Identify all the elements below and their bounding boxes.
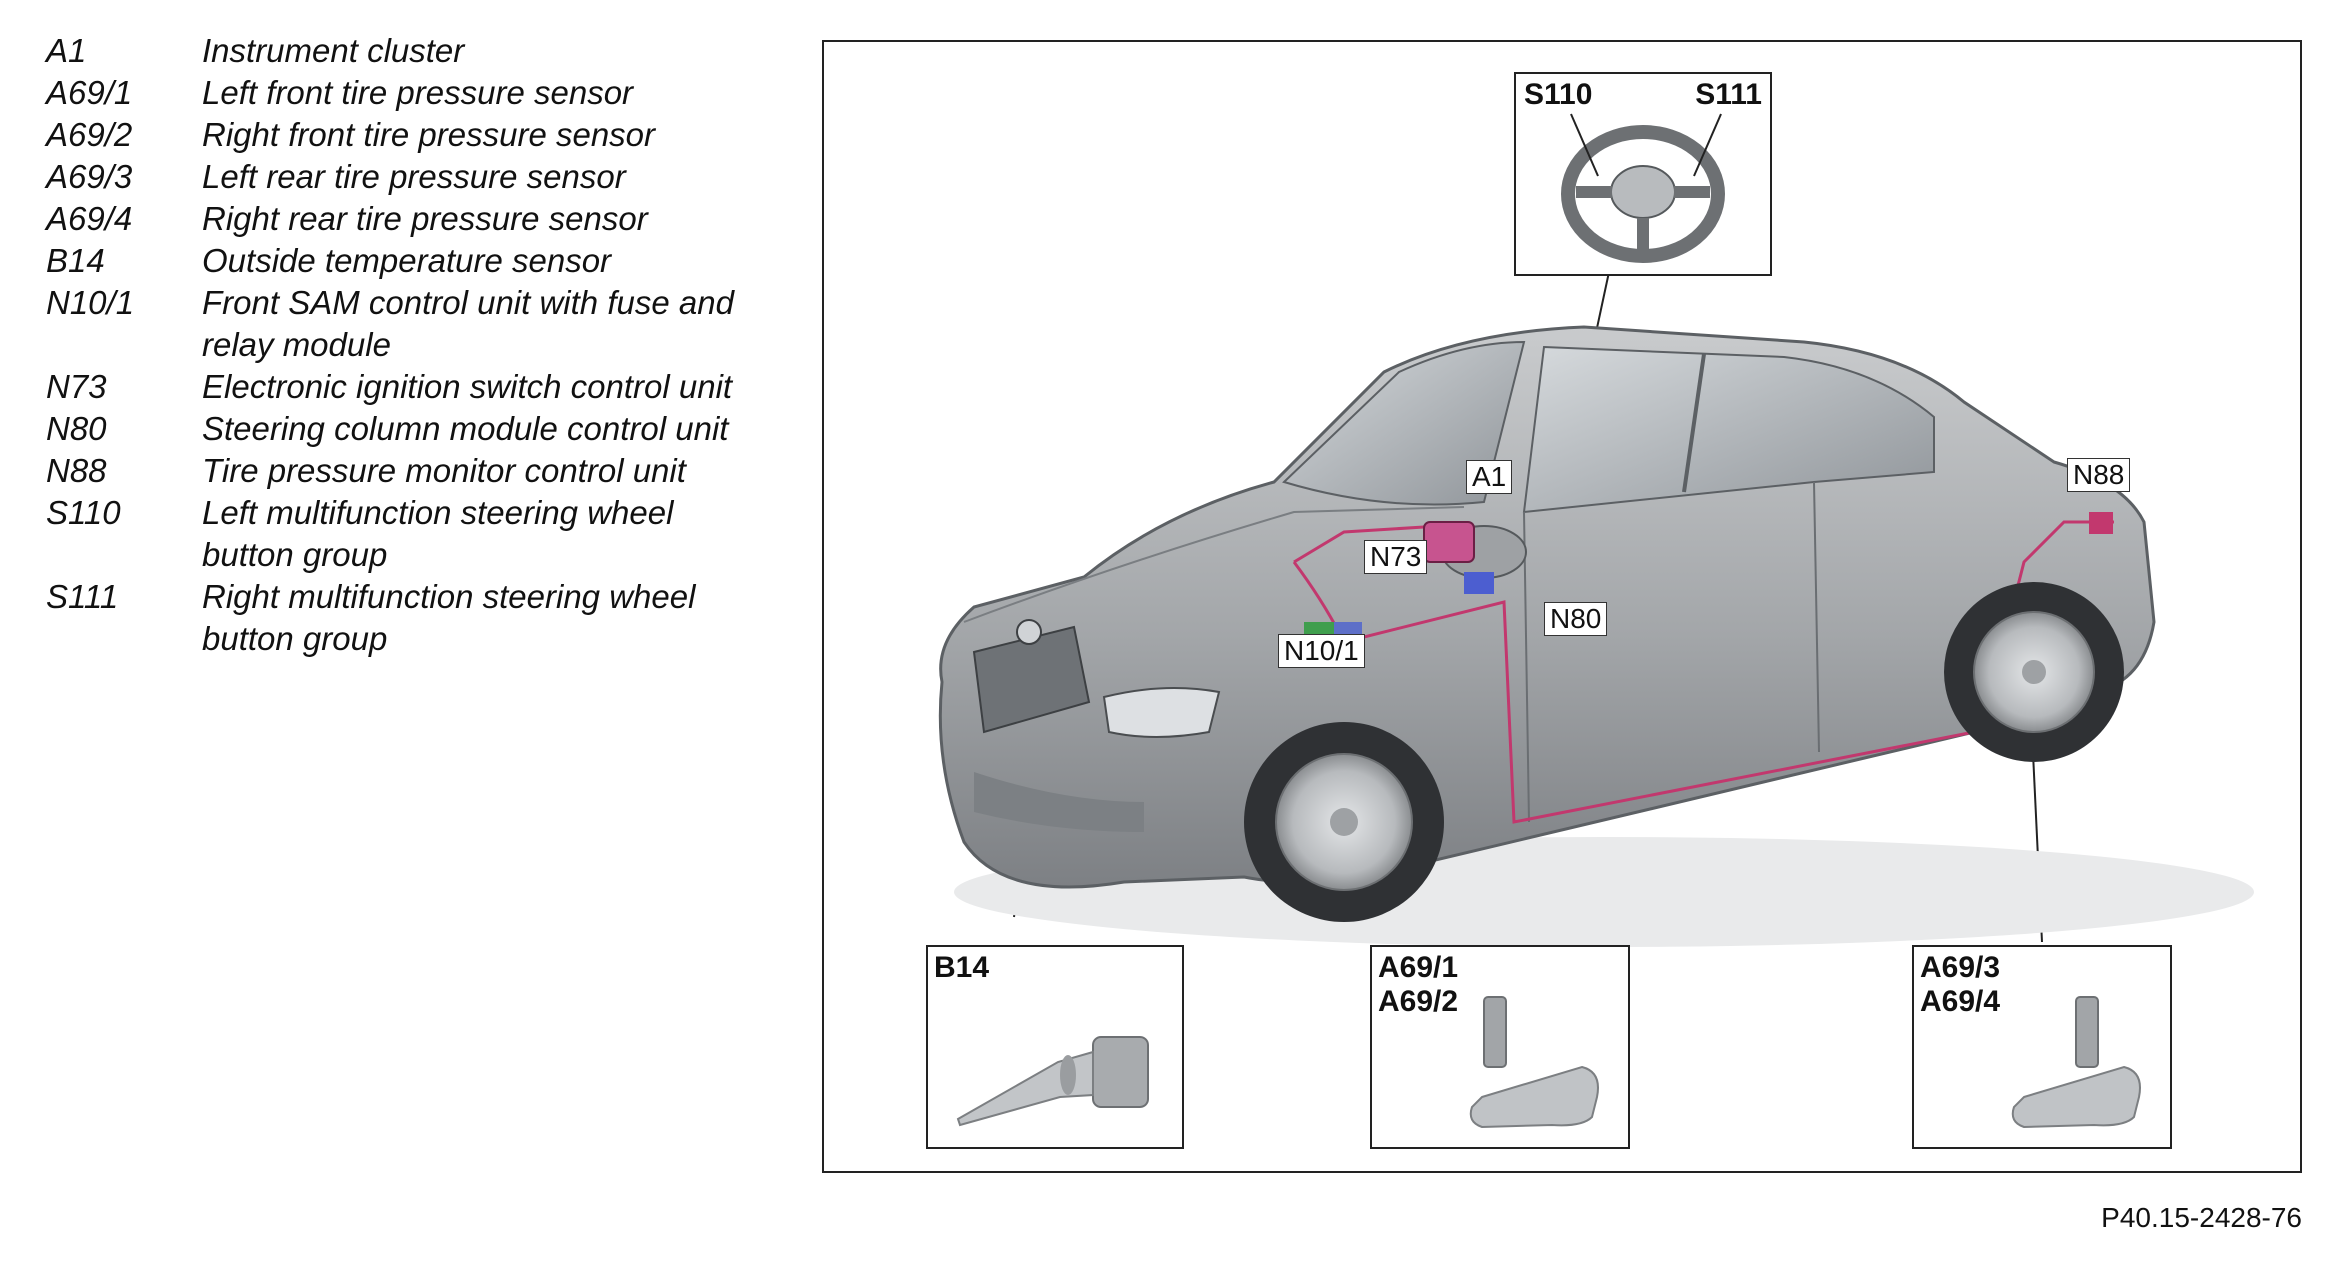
legend-desc: Left rear tire pressure sensor (202, 158, 626, 195)
tag-n88: N88 (2067, 458, 2131, 492)
temperature-sensor-icon (956, 1036, 1149, 1127)
legend-code: S110 (46, 494, 121, 531)
legend-row: S110 Left multifunction steering wheel bu… (46, 492, 746, 576)
legend-row: A69/1 Left front tire pressure sensor (46, 72, 746, 114)
tire-sensor-icon (1469, 996, 1599, 1129)
legend-code: B14 (46, 242, 105, 279)
legend-row: A1 Instrument cluster (46, 30, 746, 72)
legend-desc: Steering column module control unit (202, 410, 729, 447)
legend-desc: Electronic ignition switch control unit (202, 368, 733, 405)
callout-label-a69-3: A69/3 (1920, 951, 2001, 984)
legend-desc: Right front tire pressure sensor (202, 116, 656, 153)
side-windows (1522, 345, 1935, 514)
legend-desc: Right multifunction steering wheel butto… (202, 578, 696, 657)
legend-desc: Tire pressure monitor control unit (202, 452, 686, 489)
legend-desc: Front SAM control unit with fuse and rel… (202, 284, 734, 363)
figure-id: P40.15-2428-76 (2101, 1202, 2302, 1233)
tag-a1: A1 (1466, 460, 1513, 494)
legend-code: N10/1 (46, 284, 135, 321)
steering-wheel-icon (1561, 113, 1725, 263)
callout-b14: B14 (926, 945, 1184, 1149)
legend-code: S111 (46, 578, 119, 615)
legend-code: N73 (46, 368, 107, 405)
callout-label-a69-1: A69/1 (1378, 951, 1459, 984)
legend-code: N88 (46, 452, 107, 489)
legend-desc: Right rear tire pressure sensor (202, 200, 648, 237)
legend-desc: Instrument cluster (202, 32, 465, 69)
callout-label-s111: S111 (1695, 78, 1762, 111)
legend-row: N10/1 Front SAM control unit with fuse an… (46, 282, 746, 366)
legend-code: A69/1 (46, 74, 133, 111)
legend-desc: Left multifunction steering wheel button… (202, 494, 674, 573)
legend-row: N88 Tire pressure monitor control unit (46, 450, 746, 492)
diagram-frame: S110 S111 B14 A69/1 A69/2 A69/3 A69/4 (822, 40, 2302, 1173)
legend-row: A69/3 Left rear tire pressure sensor (46, 156, 746, 198)
legend-code: A69/3 (46, 158, 133, 195)
tpms-module (2089, 512, 2113, 534)
legend-row: A69/2 Right front tire pressure sensor (46, 114, 746, 156)
callout-label-s110: S110 (1524, 78, 1593, 111)
tire-sensor-icon (2011, 996, 2141, 1129)
legend-desc: Left front tire pressure sensor (202, 74, 634, 111)
legend-row: N80 Steering column module control unit (46, 408, 746, 450)
tag-n80: N80 (1544, 602, 1608, 636)
callout-steering-wheel: S110 S111 (1514, 72, 1772, 276)
steering-column-module (1464, 572, 1494, 594)
legend-row: A69/4 Right rear tire pressure sensor (46, 198, 746, 240)
instrument-cluster-module (1423, 521, 1475, 563)
legend-desc: Outside temperature sensor (202, 242, 612, 279)
legend-code: A69/2 (46, 116, 133, 153)
tag-n10-1: N10/1 (1278, 634, 1365, 668)
legend-row: S111 Right multifunction steering wheel b… (46, 576, 746, 660)
callout-label-a69-2: A69/2 (1378, 985, 1459, 1018)
callout-label-b14: B14 (934, 951, 990, 984)
tag-n73: N73 (1364, 540, 1428, 574)
callout-rear-tire-sensors: A69/3 A69/4 (1912, 945, 2172, 1149)
legend-code: N80 (46, 410, 107, 447)
callout-label-a69-4: A69/4 (1920, 985, 2001, 1018)
legend-code: A69/4 (46, 200, 133, 237)
legend-row: N73 Electronic ignition switch control un… (46, 366, 746, 408)
callout-front-tire-sensors: A69/1 A69/2 (1370, 945, 1630, 1149)
legend-list: A1 Instrument cluster A69/1 Left front tir… (46, 30, 746, 660)
legend-code: A1 (46, 32, 87, 69)
legend-row: B14 Outside temperature sensor (46, 240, 746, 282)
windshield (1282, 340, 1526, 506)
